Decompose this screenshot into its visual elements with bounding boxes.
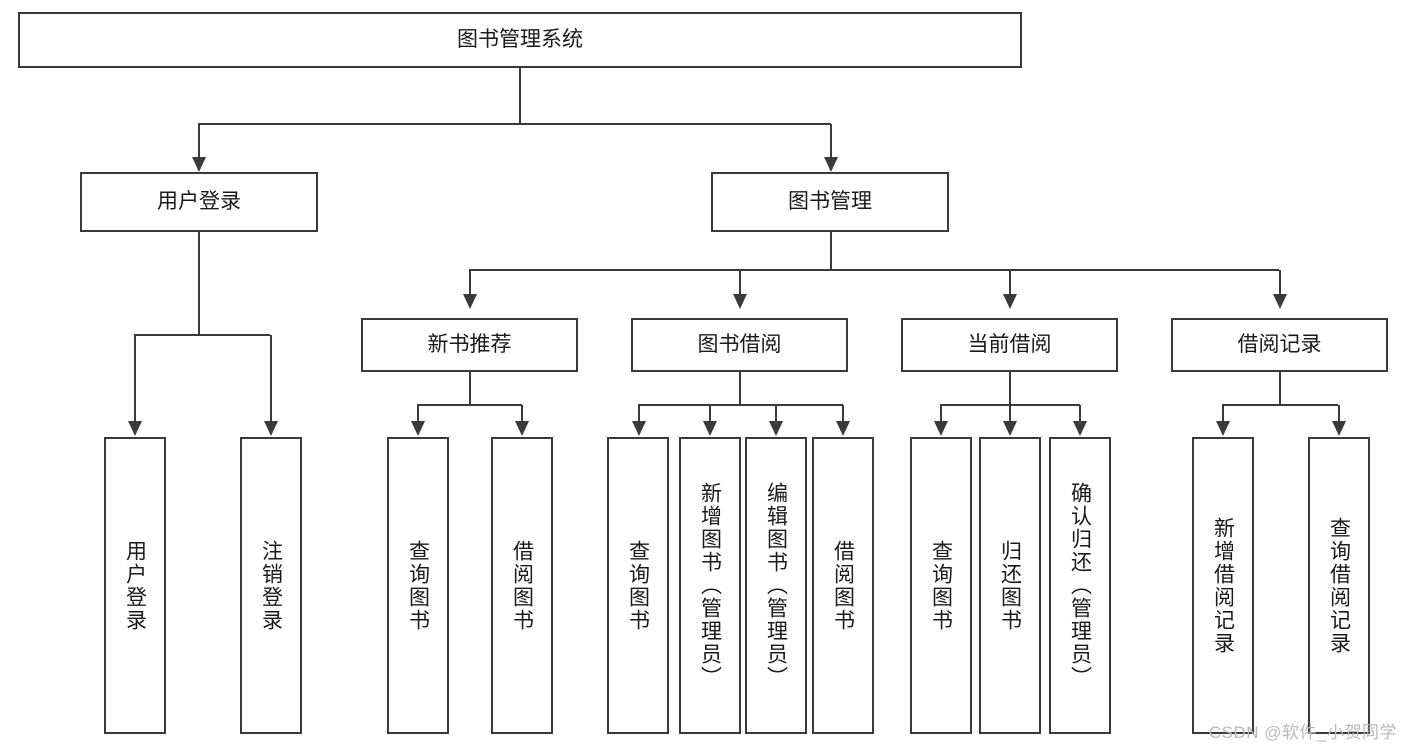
node-user-login[interactable]: 用户登录 [80,172,318,232]
node-label: 借阅记录 [1237,332,1322,356]
connector-br-to-leaf-1 [1222,405,1224,422]
node-label: 查询图书 [929,539,953,632]
node-borrow-record[interactable]: 借阅记录 [1171,318,1388,372]
arrowhead-root-to-book-management [824,157,838,172]
connector-root-to-user-login [198,124,200,158]
connector-nb-to-leaf-2 [521,405,523,422]
connector-user-login-stem [198,232,200,335]
node-label: 查询图书 [626,539,650,632]
leaf-new-book-borrow-book[interactable]: 借阅图书 [491,437,553,734]
arrowhead-bm-to-book-borrow [733,294,747,309]
arrowhead-cb-to-leaf-2 [1003,421,1017,436]
arrowhead-bm-to-new-book [463,294,477,309]
connector-root-bus [198,123,831,125]
node-label: 归还图书 [998,539,1022,632]
arrowhead-cb-to-leaf-3 [1073,421,1087,436]
node-new-book-recommend[interactable]: 新书推荐 [361,318,578,372]
connector-bm-to-current-borrow [1009,270,1011,295]
connector-bb-to-leaf-1 [638,405,640,422]
connector-new-book-bus [417,404,522,406]
connector-nb-to-leaf-1 [417,405,419,422]
connector-bb-to-leaf-3 [775,405,777,422]
connector-br-to-leaf-2 [1338,405,1340,422]
connector-borrow-record-stem [1279,372,1281,405]
leaf-current-borrow-query-book[interactable]: 查询图书 [910,437,972,734]
node-label: 图书管理 [788,189,872,213]
arrowhead-user-login-to-leaf-2 [264,421,278,436]
leaf-book-borrow-borrow-book[interactable]: 借阅图书 [812,437,874,734]
leaf-book-borrow-add-book[interactable]: 新增图书（管理员） [679,437,741,734]
leaf-current-borrow-confirm-return[interactable]: 确认归还（管理员） [1049,437,1111,734]
connector-root-to-book-management [830,124,832,158]
arrowhead-cb-to-leaf-1 [934,421,948,436]
node-label: 编辑图书（管理员） [764,482,788,689]
node-label: 新书推荐 [427,332,512,356]
connector-borrow-record-bus [1222,404,1338,406]
leaf-user-login[interactable]: 用户登录 [104,437,166,734]
connector-user-login-to-leaf-2 [270,335,272,422]
arrowhead-bm-to-current-borrow [1003,294,1017,309]
node-label: 新增图书（管理员） [698,482,722,689]
connector-user-login-bus [134,334,270,336]
leaf-borrow-record-query-record[interactable]: 查询借阅记录 [1308,437,1370,734]
connector-root-stem [519,68,521,124]
node-current-borrow[interactable]: 当前借阅 [901,318,1118,372]
leaf-new-book-query-book[interactable]: 查询图书 [387,437,449,734]
leaf-borrow-record-add-record[interactable]: 新增借阅记录 [1192,437,1254,734]
connector-bm-to-book-borrow [739,270,741,295]
node-label: 注销登录 [259,539,283,632]
node-book-management[interactable]: 图书管理 [711,172,949,232]
arrowhead-root-to-user-login [192,157,206,172]
connector-bb-to-leaf-4 [842,405,844,422]
node-root-book-management-system[interactable]: 图书管理系统 [18,12,1022,68]
connector-book-management-bus [469,269,1279,271]
node-label: 图书借阅 [697,332,782,356]
arrowhead-bb-to-leaf-4 [836,421,850,436]
arrowhead-bb-to-leaf-3 [769,421,783,436]
arrowhead-br-to-leaf-1 [1216,421,1230,436]
leaf-book-borrow-query-book[interactable]: 查询图书 [607,437,669,734]
connector-book-borrow-bus [638,404,843,406]
arrowhead-nb-to-leaf-2 [515,421,529,436]
connector-cb-to-leaf-3 [1079,405,1081,422]
connector-bb-to-leaf-2 [709,405,711,422]
connector-current-borrow-stem [1009,372,1011,405]
arrowhead-bb-to-leaf-2 [703,421,717,436]
connector-new-book-stem [469,372,471,405]
leaf-logout[interactable]: 注销登录 [240,437,302,734]
node-label: 查询图书 [406,539,430,632]
node-label: 用户登录 [123,539,147,632]
connector-bm-to-borrow-record [1279,270,1281,295]
arrowhead-user-login-to-leaf-1 [128,421,142,436]
connector-user-login-to-leaf-1 [134,335,136,422]
watermark-text: CSDN @软件_小贺同学 [1208,723,1397,742]
connector-book-management-stem [830,232,832,270]
arrowhead-br-to-leaf-2 [1332,421,1346,436]
connector-cb-to-leaf-1 [940,405,942,422]
leaf-current-borrow-return-book[interactable]: 归还图书 [979,437,1041,734]
leaf-book-borrow-edit-book[interactable]: 编辑图书（管理员） [745,437,807,734]
node-label: 借阅图书 [831,539,855,632]
node-label: 新增借阅记录 [1211,516,1235,655]
arrowhead-bm-to-borrow-record [1273,294,1287,309]
connector-bm-to-new-book [469,270,471,295]
arrowhead-nb-to-leaf-1 [411,421,425,436]
node-label: 图书管理系统 [457,27,583,51]
node-label: 确认归还（管理员） [1068,482,1092,689]
arrowhead-bb-to-leaf-1 [632,421,646,436]
node-label: 当前借阅 [967,332,1052,356]
node-label: 查询借阅记录 [1327,516,1351,655]
connector-cb-to-leaf-2 [1009,405,1011,422]
connector-book-borrow-stem [739,372,741,405]
node-book-borrow[interactable]: 图书借阅 [631,318,848,372]
node-label: 用户登录 [157,189,241,213]
node-label: 借阅图书 [510,539,534,632]
